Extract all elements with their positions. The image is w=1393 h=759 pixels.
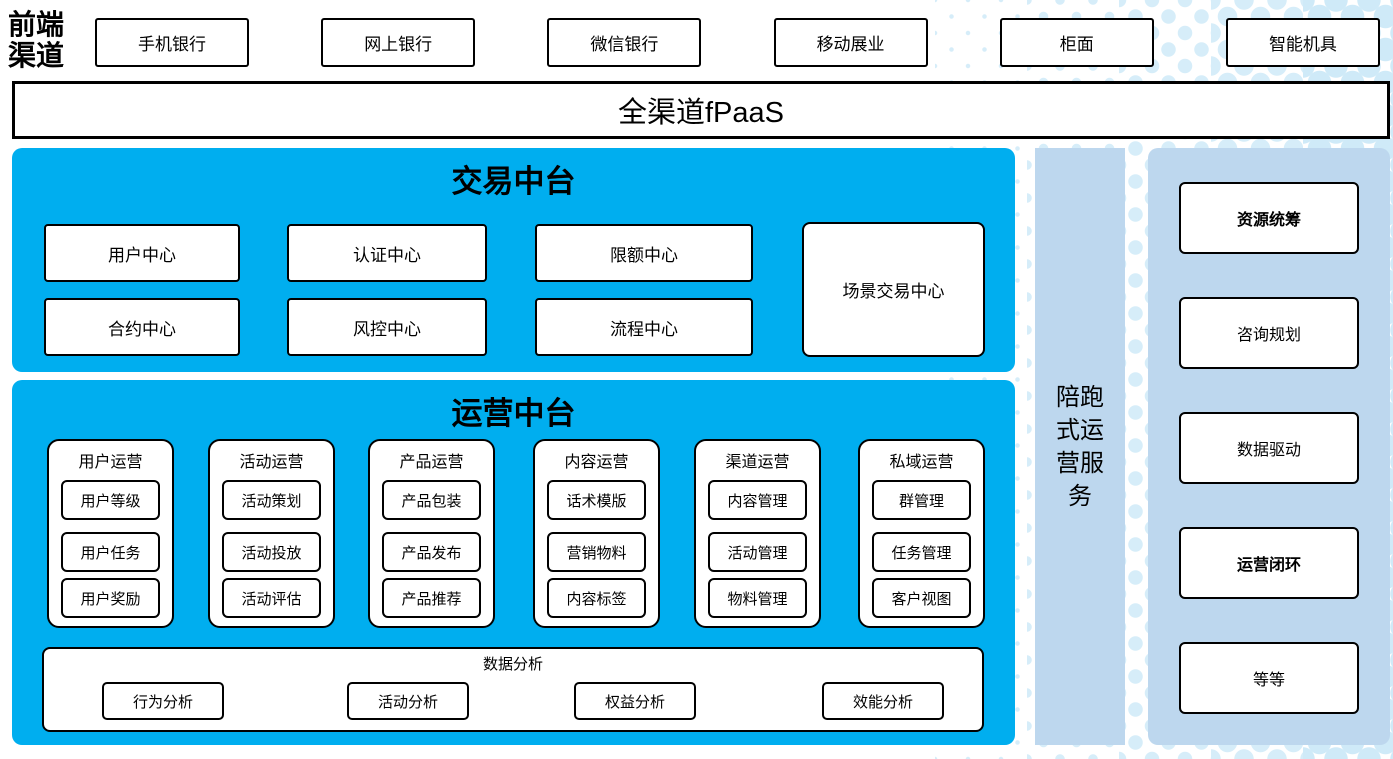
contract-center-box: 合约中心 xyxy=(44,298,240,356)
omnichannel-fpaas-bar: 全渠道fPaaS xyxy=(12,81,1390,139)
column-title: 用户运营 xyxy=(78,454,143,471)
user-operations-column: 用户运营 用户等级 用户任务 用户奖励 xyxy=(47,439,174,628)
efficiency-analysis-box: 效能分析 xyxy=(822,682,944,720)
data-analysis-title: 数据分析 xyxy=(482,656,543,673)
product-operations-column: 产品运营 产品包装 产品发布 产品推荐 xyxy=(368,439,495,628)
service-panel: 资源统筹 咨询规划 数据驱动 运营闭环 等等 xyxy=(1148,148,1390,745)
op-item: 用户等级 xyxy=(61,480,160,520)
op-item: 任务管理 xyxy=(872,532,971,572)
op-item: 产品推荐 xyxy=(382,578,481,618)
op-item: 活动策划 xyxy=(222,480,321,520)
channel-box-smart-devices: 智能机具 xyxy=(1225,18,1380,67)
trading-middle-platform-block: 交易中台 用户中心 认证中心 限额中心 合约中心 风控中心 流程中心 场景交易中… xyxy=(12,148,1015,372)
column-title: 内容运营 xyxy=(564,454,629,471)
column-title: 活动运营 xyxy=(239,454,304,471)
auth-center-box: 认证中心 xyxy=(287,224,487,282)
op-item: 活动管理 xyxy=(708,532,807,572)
process-center-box: 流程中心 xyxy=(535,298,753,356)
op-item: 物料管理 xyxy=(708,578,807,618)
op-item: 群管理 xyxy=(872,480,971,520)
op-item: 营销物料 xyxy=(547,532,646,572)
user-center-box: 用户中心 xyxy=(44,224,240,282)
activity-analysis-box: 活动分析 xyxy=(347,682,469,720)
risk-center-box: 风控中心 xyxy=(287,298,487,356)
op-item: 产品包装 xyxy=(382,480,481,520)
private-domain-operations-column: 私域运营 群管理 任务管理 客户视图 xyxy=(858,439,985,628)
channel-box-counter: 柜面 xyxy=(999,18,1154,67)
limit-center-box: 限额中心 xyxy=(535,224,753,282)
channel-box-mobile-banking: 手机银行 xyxy=(95,18,249,67)
column-title: 渠道运营 xyxy=(725,454,790,471)
column-title: 私域运营 xyxy=(889,454,954,471)
trading-platform-title: 交易中台 xyxy=(451,164,576,199)
channel-box-wechat-banking: 微信银行 xyxy=(547,18,702,67)
op-item: 产品发布 xyxy=(382,532,481,572)
op-item: 客户视图 xyxy=(872,578,971,618)
activity-operations-column: 活动运营 活动策划 活动投放 活动评估 xyxy=(208,439,335,628)
rights-analysis-box: 权益分析 xyxy=(574,682,696,720)
op-item: 用户任务 xyxy=(61,532,160,572)
etc-box: 等等 xyxy=(1179,642,1359,714)
frontend-channels-label: 前端渠道 xyxy=(8,10,65,72)
channel-box-online-banking: 网上银行 xyxy=(321,18,476,67)
op-item: 内容管理 xyxy=(708,480,807,520)
accompanying-operation-service-bar: 陪跑式运营服务 xyxy=(1035,148,1125,745)
accompanying-operation-service-label: 陪跑式运营服务 xyxy=(1056,383,1104,510)
content-operations-column: 内容运营 话术模版 营销物料 内容标签 xyxy=(533,439,660,628)
channel-box-mobile-outreach: 移动展业 xyxy=(773,18,928,67)
operation-loop-box: 运营闭环 xyxy=(1179,527,1359,599)
consulting-planning-box: 咨询规划 xyxy=(1179,297,1359,369)
operations-middle-platform-block: 运营中台 用户运营 用户等级 用户任务 用户奖励 活动运营 活动策划 活动投放 … xyxy=(12,380,1015,745)
op-item: 活动投放 xyxy=(222,532,321,572)
resource-coordination-box: 资源统筹 xyxy=(1179,182,1359,254)
behavior-analysis-box: 行为分析 xyxy=(102,682,224,720)
frontend-channels-row: 手机银行 网上银行 微信银行 移动展业 柜面 智能机具 xyxy=(95,18,1380,67)
operations-platform-title: 运营中台 xyxy=(451,396,576,431)
channel-operations-column: 渠道运营 内容管理 活动管理 物料管理 xyxy=(694,439,821,628)
column-title: 产品运营 xyxy=(399,454,464,471)
data-analysis-panel: 数据分析 行为分析 活动分析 权益分析 效能分析 xyxy=(42,647,984,732)
data-driven-box: 数据驱动 xyxy=(1179,412,1359,484)
op-item: 内容标签 xyxy=(547,578,646,618)
op-item: 活动评估 xyxy=(222,578,321,618)
op-item: 用户奖励 xyxy=(61,578,160,618)
scene-trading-center-box: 场景交易中心 xyxy=(802,222,985,357)
op-item: 话术模版 xyxy=(547,480,646,520)
